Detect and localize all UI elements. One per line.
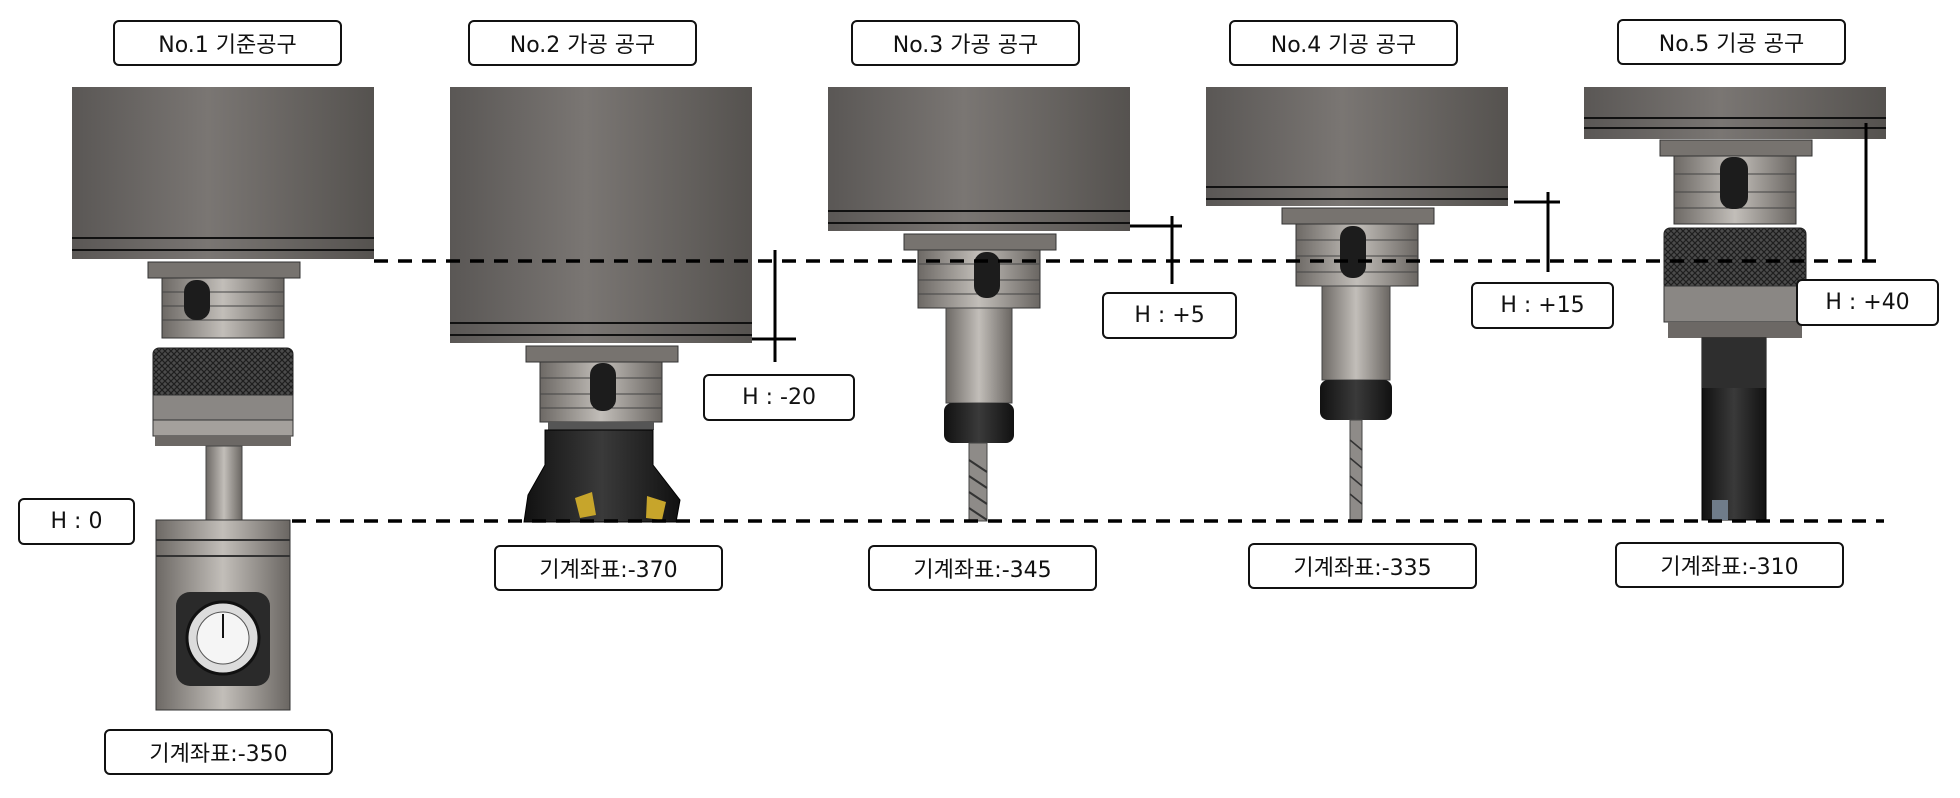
knurled-collar <box>1663 227 1807 291</box>
spindle-head <box>828 87 1130 231</box>
arbor-shaft <box>205 445 243 521</box>
offset-marker-tool-3 <box>1130 216 1182 284</box>
drive-key <box>184 280 210 320</box>
insert <box>1712 500 1728 520</box>
tool-2-title: No.2 가공 공구 <box>468 20 697 66</box>
spindle-head <box>72 87 374 259</box>
tool-3-assembly <box>828 87 1130 522</box>
spindle-head <box>450 87 752 343</box>
collet-holder <box>945 307 1013 404</box>
drill-bit <box>1349 419 1363 521</box>
tool-5-title: No.5 기공 공구 <box>1617 19 1846 65</box>
offset-marker-tool-4 <box>1514 192 1560 272</box>
tool-1-title: No.1 기준공구 <box>113 20 342 66</box>
tool-2-offset: H : -20 <box>703 374 855 421</box>
spindle-head <box>1584 87 1886 139</box>
tool-2-assembly <box>450 87 752 523</box>
tool-4-machine-coord: 기계좌표:-335 <box>1248 543 1477 589</box>
drive-key <box>1720 157 1748 209</box>
offset-marker-tool-2 <box>752 250 796 362</box>
drive-key <box>590 363 616 411</box>
collet-holder <box>1321 285 1391 381</box>
tool-1-assembly <box>72 87 374 711</box>
tool-4-title: No.4 기공 공구 <box>1229 20 1458 66</box>
drive-key <box>974 252 1000 298</box>
tool-3-title: No.3 가공 공구 <box>851 20 1080 66</box>
tool-2-machine-coord: 기계좌표:-370 <box>494 545 723 591</box>
collet-nut <box>1320 380 1392 420</box>
tool-1-machine-coord: 기계좌표:-350 <box>104 729 333 775</box>
tool-5-machine-coord: 기계좌표:-310 <box>1615 542 1844 588</box>
tool-5-offset: H : +40 <box>1796 279 1939 326</box>
tool-3-offset: H : +5 <box>1102 292 1237 339</box>
tool-3-machine-coord: 기계좌표:-345 <box>868 545 1097 591</box>
drive-key <box>1340 226 1366 278</box>
tool-1-offset: H : 0 <box>18 498 135 545</box>
spindle-head <box>1206 87 1508 206</box>
tool-4-assembly <box>1206 87 1508 521</box>
tool-5-assembly <box>1584 87 1886 521</box>
collet-nut <box>944 403 1014 443</box>
tool-4-offset: H : +15 <box>1471 282 1614 329</box>
